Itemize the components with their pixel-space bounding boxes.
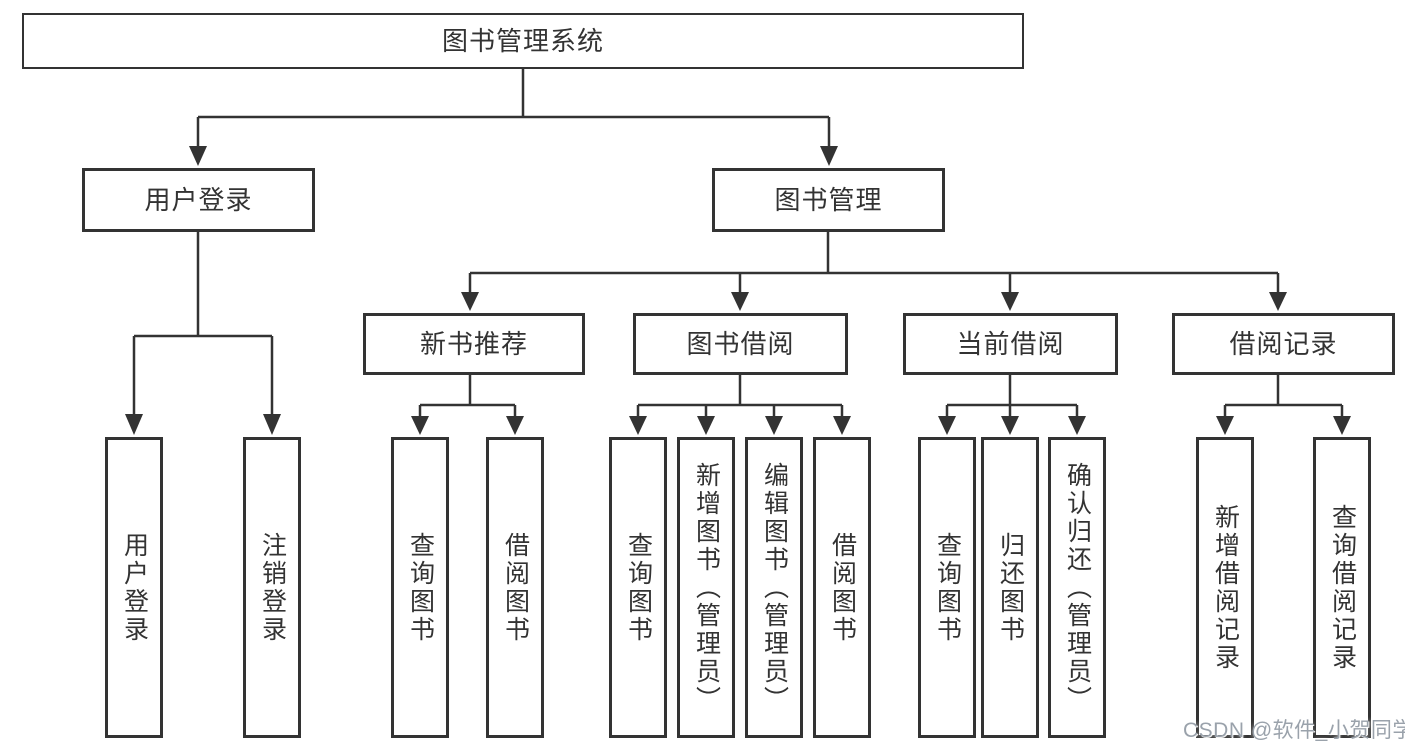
csdn-watermark: CSDN @软件_小贺同学: [1183, 719, 1405, 742]
node-new-book-recommend: 新书推荐: [363, 313, 585, 375]
leaf-borrow-books: 借阅图书: [813, 437, 871, 738]
leaf-add-book-admin: 新增图书（管理员）: [677, 437, 735, 738]
arrowheads: [125, 146, 1351, 435]
leaf-query-books-current: 查询图书: [918, 437, 976, 738]
leaf-return-book: 归还图书: [981, 437, 1039, 738]
leaf-query-borrow-record: 查询借阅记录: [1313, 437, 1371, 738]
node-current-borrow: 当前借阅: [903, 313, 1118, 375]
node-user-login: 用户登录: [82, 168, 315, 232]
node-book-management: 图书管理: [712, 168, 945, 232]
node-borrow-records: 借阅记录: [1172, 313, 1395, 375]
node-book-borrow: 图书借阅: [633, 313, 848, 375]
leaf-borrow-books-recommend: 借阅图书: [486, 437, 544, 738]
leaf-edit-book-admin: 编辑图书（管理员）: [745, 437, 803, 738]
leaf-query-books-borrow: 查询图书: [609, 437, 667, 738]
leaf-add-borrow-record: 新增借阅记录: [1196, 437, 1254, 738]
node-library-system: 图书管理系统: [22, 13, 1024, 69]
leaf-user-login: 用户登录: [105, 437, 163, 738]
leaf-confirm-return-admin: 确认归还（管理员）: [1048, 437, 1106, 738]
leaf-query-books-recommend: 查询图书: [391, 437, 449, 738]
leaf-logout-login: 注销登录: [243, 437, 301, 738]
